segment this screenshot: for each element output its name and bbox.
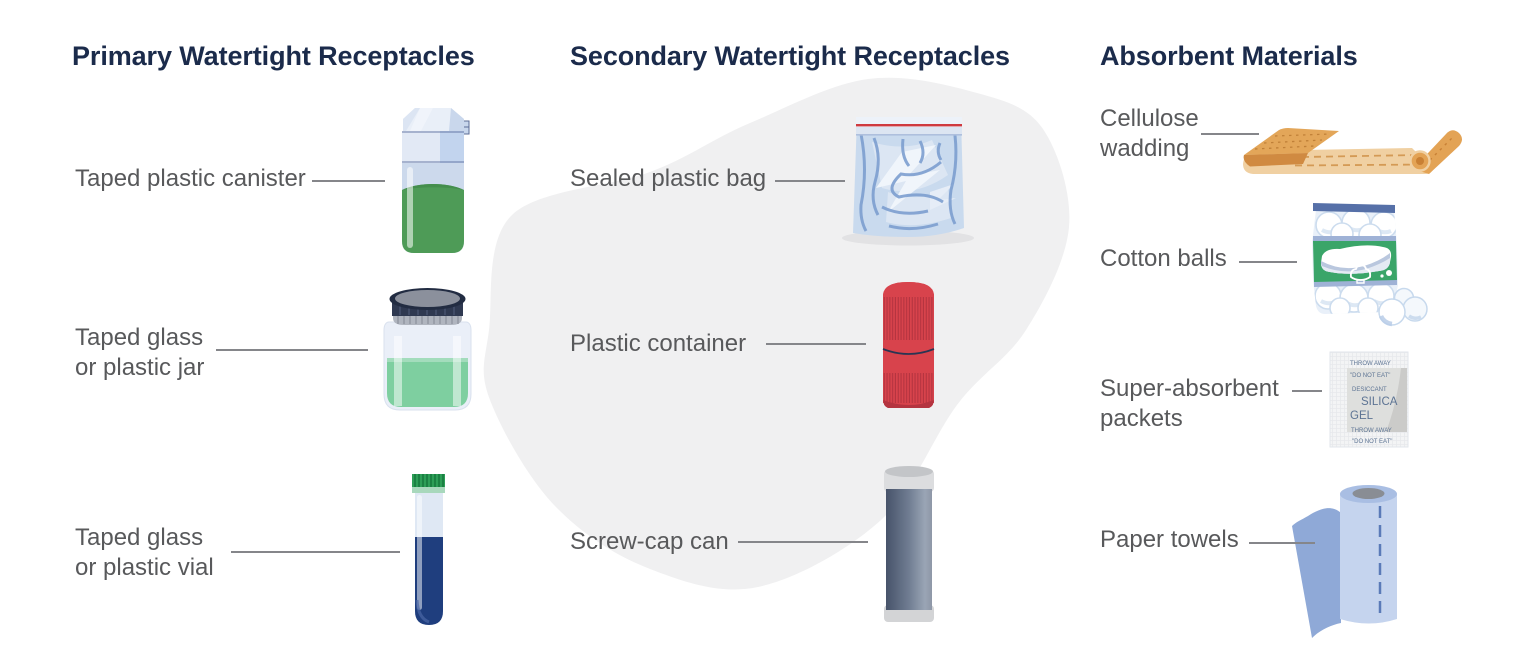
svg-text:THROW AWAY: THROW AWAY (1350, 361, 1391, 367)
svg-text:THROW AWAY: THROW AWAY (1351, 428, 1392, 434)
svg-text:GEL: GEL (1350, 410, 1374, 422)
svg-text:DESICCANT: DESICCANT (1352, 387, 1387, 393)
svg-text:"DO NOT EAT": "DO NOT EAT" (1350, 373, 1390, 379)
svg-text:SILICA: SILICA (1361, 396, 1398, 408)
svg-text:"DO NOT EAT": "DO NOT EAT" (1352, 439, 1392, 445)
